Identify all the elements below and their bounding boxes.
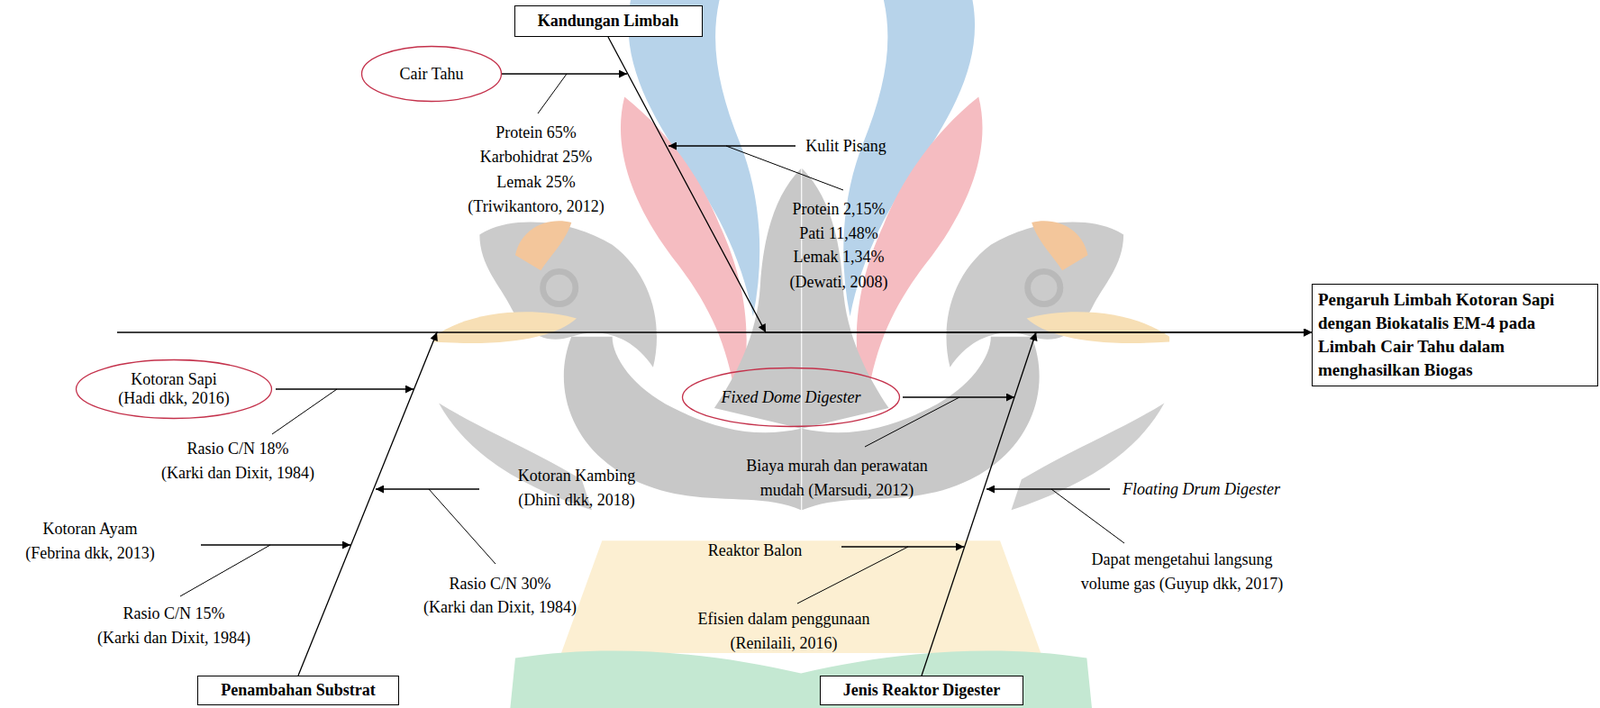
category-box: Jenis Reaktor Digester [819,675,1024,706]
cause-label: Biaya murah dan perawatan [745,456,928,476]
effect-box: Pengaruh Limbah Kotoran Sapi dengan Biok… [1311,283,1599,387]
category-box: Penambahan Substrat [197,675,400,706]
pink-flame [620,97,747,409]
logo-left-half [433,0,801,510]
cause-label: (Karki dan Dixit, 1984) [97,628,251,648]
hornbill-crest [1031,220,1088,271]
cause-label: (Dhini dkk, 2018) [518,490,636,510]
spine-line [117,331,438,333]
cause-label: Kotoran Ayam [43,519,138,539]
ellipse-shape [362,46,502,102]
cause-label: Protein 2,15% [792,200,886,219]
cause-label: Rasio C/N 15% [122,604,225,624]
cause-arrow [200,544,351,546]
hornbill-head [945,222,1124,368]
cause-label: (Renilaili, 2016) [730,634,838,654]
cause-label: (Febrina dkk, 2013) [25,544,155,564]
hornbill-head [479,222,657,368]
cause-label: (Triwikantoro, 2012) [467,197,604,217]
leader-line [797,546,909,604]
node-text: Kandungan Limbah [537,11,680,31]
cause-ellipse: Cair Tahu [360,45,503,103]
node-text: Penambahan Substrat [220,681,376,700]
node-text: Kotoran Sapi [130,370,217,390]
cause-label: (Dewati, 2008) [790,272,889,292]
cause-arrow [986,488,1110,490]
hornbill-eye-swirl [543,271,576,304]
fishbone-lines [117,73,1110,547]
leader-line [272,389,337,435]
bone-connector [921,332,1312,676]
cause-arrow [275,388,414,390]
bone-connector [608,36,1312,333]
cause-label: Protein 65% [495,123,577,143]
cause-label: Pati 11,48% [799,224,878,244]
hornbill-beak [433,311,577,344]
cause-ellipse: Kotoran Sapi(Hadi dkk, 2016) [74,358,273,420]
cause-label: Kulit Pisang [805,136,887,156]
node-text: Cair Tahu [400,64,464,84]
node-text: (Hadi dkk, 2016) [118,389,229,409]
cause-arrow [375,488,480,490]
cause-label: Rasio C/N 18% [186,439,289,459]
cause-label: Karbohidrat 25% [480,147,592,167]
cause-arrow [668,145,796,146]
leader-line [864,397,960,447]
cause-label: (Karki dan Dixit, 1984) [423,598,577,618]
hornbill-eye-swirl [1027,271,1061,304]
cause-label: Lemak 1,34% [793,247,885,267]
ellipse-shape [682,368,900,428]
cause-arrow [501,72,628,74]
bone-connector [298,332,1312,676]
logo-book [561,540,1041,654]
category-box: Kandungan Limbah [514,5,703,37]
cause-label: Floating Drum Digester [1122,480,1281,500]
node-text: Jenis Reaktor Digester [843,681,1001,700]
cause-label: volume gas (Guyup dkk, 2017) [1081,574,1283,594]
cause-label: (Karki dan Dixit, 1984) [161,463,315,483]
node-text: Fixed Dome Digester [721,388,862,408]
leader-line [428,489,496,564]
leader-line [537,73,567,114]
hornbill-beak [1026,311,1170,344]
leader-lines [180,73,1125,604]
cause-label: Lemak 25% [496,172,575,192]
cause-arrow [841,545,964,547]
cause-label: mudah (Marsudi, 2012) [760,481,914,500]
cause-label: Rasio C/N 30% [448,574,551,594]
leader-line [1051,489,1125,544]
node-text: Pengaruh Limbah Kotoran Sapi dengan Biok… [1318,288,1592,383]
logo-base [509,650,1092,708]
cause-label: Kotoran Kambing [518,466,636,486]
ellipse-shape [76,360,273,419]
hornbill-crest [515,220,572,271]
leader-line [180,545,271,597]
cause-label: Dapat mengetahui langsung [1091,550,1273,570]
cause-label: Efisien dalam penggunaan [698,609,871,629]
cause-ellipse: Fixed Dome Digester [681,366,901,428]
cause-label: Reaktor Balon [708,541,802,561]
